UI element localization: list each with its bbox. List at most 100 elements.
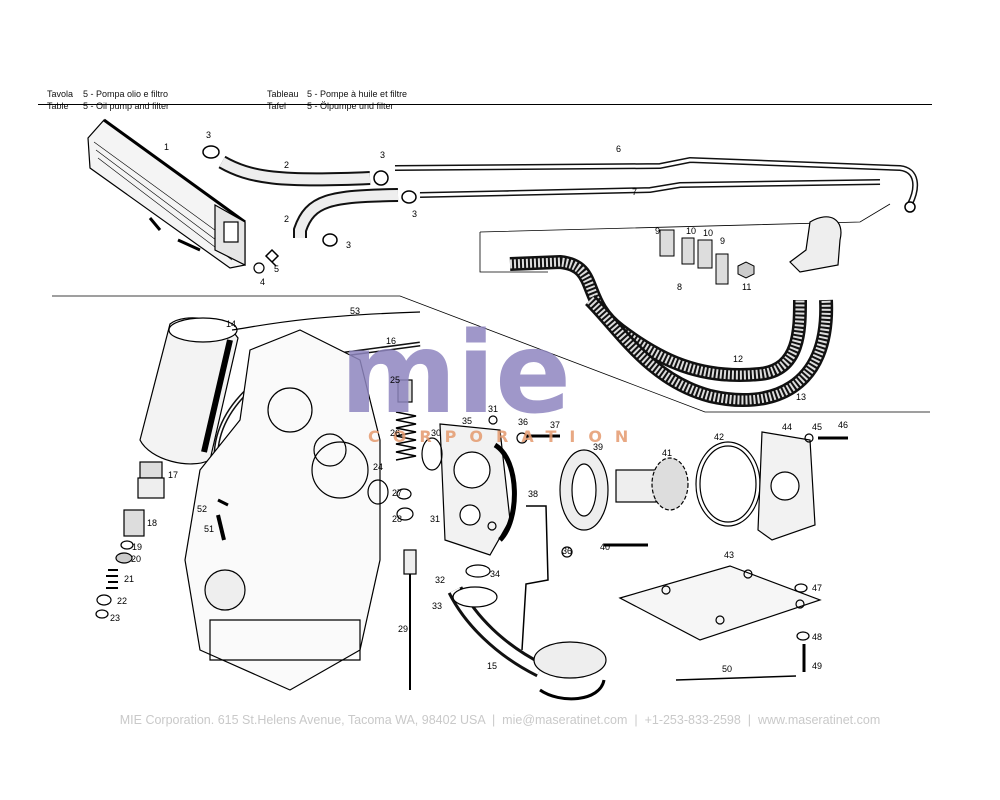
callout-31: 31 (488, 404, 498, 414)
callout-27: 27 (392, 488, 402, 498)
callout-6: 6 (616, 144, 621, 154)
engine-block (184, 329, 381, 691)
callout-37: 37 (550, 420, 560, 430)
watermark-logo: mie CORPORATION (340, 309, 641, 446)
header-label: Tavola (47, 89, 74, 99)
callout-10: 10 (686, 226, 696, 236)
header-label: Tableau (267, 89, 299, 99)
callout-14: 14 (226, 319, 236, 329)
callout-30: 30 (431, 428, 441, 438)
footer-web[interactable]: www.maseratinet.com (757, 713, 881, 727)
callout-28: 28 (392, 514, 402, 524)
callout-9: 9 (720, 236, 725, 246)
callout-24: 24 (373, 462, 383, 472)
callout-18: 18 (147, 518, 157, 528)
oil-filter (139, 317, 239, 465)
callout-29: 29 (398, 624, 408, 634)
footer: MIE Corporation. 615 St.Helens Avenue, T… (0, 713, 1000, 727)
header-line-2: Table 5 - Oil pump and filter (42, 88, 169, 112)
header-title: 5 - Pompe à huile et filtre (307, 89, 408, 99)
callout-53: 53 (350, 306, 360, 316)
callout-40: 40 (600, 542, 610, 552)
callout-22: 22 (117, 596, 127, 606)
footer-separator: | (491, 713, 496, 727)
callout-3: 3 (346, 240, 351, 250)
callout-50: 50 (722, 664, 732, 674)
callout-52: 52 (197, 504, 207, 514)
callout-2: 2 (284, 214, 289, 224)
callout-12: 12 (733, 354, 743, 364)
footer-email[interactable]: mie@maseratinet.com (502, 713, 628, 727)
header-divider (38, 104, 932, 105)
header-title: 5 - Pompa olio e filtro (83, 89, 169, 99)
callout-10: 10 (703, 228, 713, 238)
callout-38: 38 (528, 489, 538, 499)
o-ring (695, 441, 761, 527)
clip-assembly (659, 229, 755, 285)
footer-separator: | (747, 713, 752, 727)
callout-36: 36 (518, 417, 528, 427)
callout-42: 42 (714, 432, 724, 442)
callout-11: 11 (742, 282, 751, 292)
callout-41: 41 (662, 448, 672, 458)
callout-3: 3 (206, 130, 211, 140)
footer-phone: +1-253-833-2598 (644, 713, 741, 727)
header-title: 5 - Oil pump and filter (83, 101, 170, 111)
divider-line (52, 295, 930, 413)
callout-16: 16 (386, 336, 396, 346)
callout-21: 21 (124, 574, 134, 584)
pump-gear (615, 457, 689, 511)
callout-26: 26 (390, 428, 400, 438)
divider-line (479, 203, 891, 233)
callout-51: 51 (204, 524, 214, 534)
callout-46: 46 (838, 420, 848, 430)
callout-15: 15 (487, 661, 497, 671)
washer (253, 262, 265, 274)
callout-13: 13 (796, 392, 806, 402)
oil-cooler (87, 118, 246, 269)
tube-38 (521, 505, 549, 651)
footer-company: MIE Corporation. 615 St.Helens Avenue, T… (119, 713, 486, 727)
callout-25: 25 (390, 375, 400, 385)
cover-plate (618, 565, 822, 641)
dipstick-50 (675, 675, 797, 681)
watermark-logo-text: mie (340, 309, 571, 439)
callout-4: 4 (260, 277, 265, 287)
bolt (264, 248, 280, 267)
callout-45: 45 (812, 422, 822, 432)
callout-48: 48 (812, 632, 822, 642)
callout-39: 39 (593, 442, 603, 452)
callout-32: 32 (435, 575, 445, 585)
callout-5: 5 (274, 264, 279, 274)
watermark-sub-text: CORPORATION (368, 427, 641, 446)
callout-36: 36 (562, 546, 572, 556)
divider-line (479, 232, 548, 273)
callout-43: 43 (724, 550, 734, 560)
callout-35: 35 (462, 416, 472, 426)
header-label: Table (47, 101, 69, 111)
callout-8: 8 (677, 282, 682, 292)
callout-33: 33 (432, 601, 442, 611)
callout-7: 7 (632, 187, 637, 197)
header-line-1: Tavola 5 - Pompa olio e filtro (42, 76, 168, 100)
callout-44: 44 (782, 422, 792, 432)
oil-pump-body (421, 415, 517, 578)
pump-rotor (559, 449, 609, 531)
elbow-fitting (789, 216, 842, 273)
callout-2: 2 (284, 160, 289, 170)
callout-34: 34 (490, 569, 500, 579)
relief-valve-parts (367, 379, 417, 690)
callout-3: 3 (380, 150, 385, 160)
callout-23: 23 (110, 613, 120, 623)
oil-pickup (447, 586, 607, 701)
pump-cover (757, 431, 816, 541)
callout-49: 49 (812, 661, 822, 671)
header-line-3: Tableau 5 - Pompe à huile et filtre (262, 76, 407, 100)
callout-9: 9 (655, 226, 660, 236)
header-label: Tafel (267, 101, 287, 111)
callout-19: 19 (132, 542, 142, 552)
pipe-53 (231, 311, 421, 331)
valve-parts-stack (95, 461, 165, 619)
